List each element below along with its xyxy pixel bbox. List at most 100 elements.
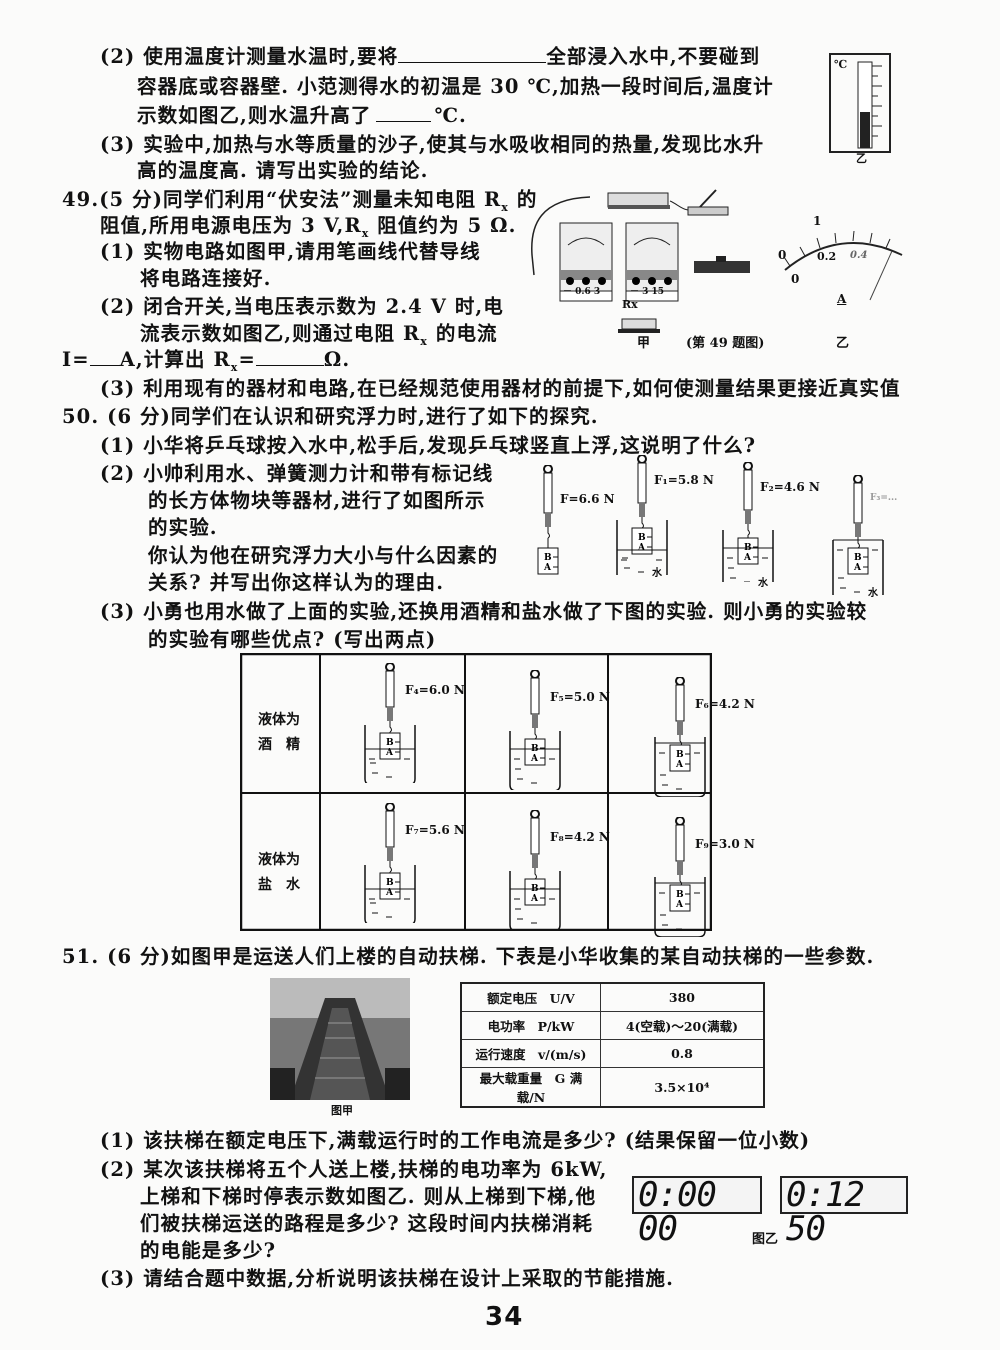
dial-label-1: 1 <box>813 214 822 228</box>
force-label: F₃=... <box>870 493 898 503</box>
q49-line4: 将电路连接好. <box>140 267 272 290</box>
q51-line5: 们被扶梯运送的路程是多少? 这段时间内扶梯消耗 <box>140 1212 594 1235</box>
ammeter-icon <box>559 222 613 302</box>
ammeter-dial-icon <box>783 230 903 301</box>
ammeter-terminals: － 0.6 3 <box>563 287 601 297</box>
svg-text:A: A <box>530 754 539 764</box>
answer-blank <box>375 105 431 122</box>
spring-scale-icon: BA <box>654 817 706 937</box>
q50-line7: 关系? 并写出你这样认为的理由. <box>148 571 445 594</box>
voltmeter-terminals: － 3 15 <box>630 287 665 297</box>
param-value: 380 <box>599 982 765 1012</box>
thermometer-label: 乙 <box>856 152 867 165</box>
liquid-table-grid <box>240 653 712 931</box>
q50-line5: 的实验. <box>148 516 218 539</box>
liquid-row-label: 液体为 <box>258 712 300 728</box>
answer-blank <box>255 349 324 366</box>
photo-caption: 图甲 <box>331 1104 353 1117</box>
svg-text:A: A <box>530 894 539 904</box>
q50-line4: 的长方体物块等器材,进行了如图所示 <box>148 489 486 512</box>
text: A,计算出 R <box>119 348 231 371</box>
q49-line1: 49.(5 分)同学们利用“伏安法”测量未知电阻 Rx 的 <box>62 183 537 214</box>
liquid-row-label: 酒 精 <box>258 737 300 753</box>
force-label: F₅=5.0 N <box>550 690 610 704</box>
svg-text:B: B <box>386 878 394 888</box>
dial-label-0-bottom: 0 <box>791 272 800 286</box>
q50-line3: (2) 小帅利用水、弹簧测力计和带有标记线 <box>100 462 494 485</box>
q50-line2: (1) 小华将乒乓球按入水中,松手后,发现乒乓球竖直上浮,这说明了什么? <box>100 434 757 457</box>
water-label: 水 <box>868 588 878 599</box>
figure-yi-label: 乙 <box>836 336 850 351</box>
svg-text:A: A <box>637 543 646 553</box>
q48-line3: 示数如图乙,则水温升高了℃. <box>137 99 467 128</box>
svg-text:B: B <box>676 750 684 760</box>
force-label: F₂=4.6 N <box>760 480 820 494</box>
q49-line7: I=A,计算出 Rx=Ω. <box>62 343 350 374</box>
subscript: x <box>420 334 428 348</box>
subscript: x <box>361 226 370 240</box>
figure-jia-label: 甲 <box>637 336 651 351</box>
spring-scale-icon: BA <box>509 670 561 790</box>
svg-text:A: A <box>675 760 684 770</box>
param-name: 运行速度 v/(m/s) <box>460 1039 601 1068</box>
spring-scale-icon: BA <box>364 803 416 923</box>
spring-scale-icon: BA <box>722 462 774 582</box>
svg-text:B: B <box>638 533 646 543</box>
svg-text:A: A <box>675 900 684 910</box>
spring-scale-icon: BA <box>364 663 416 783</box>
svg-text:B: B <box>544 553 552 563</box>
q48-line1: (2) 使用温度计测量水温时,要将全部浸入水中,不要碰到 <box>100 40 760 69</box>
q48-line5: 高的温度高. 请写出实验的结论. <box>137 159 429 182</box>
param-value: 3.5×10⁴ <box>599 1067 765 1108</box>
param-name: 额定电压 U/V <box>460 982 601 1012</box>
q49-line5: (2) 闭合开关,当电压表示数为 2.4 V 时,电 <box>100 295 504 318</box>
text: = <box>238 348 256 371</box>
q51-line3: (2) 某次该扶梯将五个人送上楼,扶梯的电功率为 6kW, <box>100 1158 608 1181</box>
water-label: 水 <box>758 578 768 589</box>
text: 流表示数如图乙,则通过电阻 R <box>140 322 421 345</box>
clock-caption: 图乙 <box>752 1232 779 1247</box>
q49-line2: 阻值,所用电源电压为 3 V,Rx 阻值约为 5 Ω. <box>100 209 517 240</box>
text: 示数如图乙,则水温升高了 <box>137 104 372 127</box>
battery-icon <box>607 192 669 208</box>
svg-text:A: A <box>543 563 552 573</box>
param-value: 0.8 <box>599 1039 765 1068</box>
force-label: F₈=4.2 N <box>550 830 610 844</box>
dial-label-0.4: 0.4 <box>850 250 868 261</box>
liquid-row-label: 盐 水 <box>258 877 300 893</box>
text: Ω. <box>323 348 351 371</box>
q48-line4: (3) 实验中,加热与水等质量的沙子,使其与水吸收相同的热量,发现比水升 <box>100 133 765 156</box>
q49-line3: (1) 实物电路如图甲,请用笔画线代替导线 <box>100 240 481 263</box>
force-label: F₄=6.0 N <box>405 683 465 697</box>
resistor-label: Rx <box>622 298 638 311</box>
dial-unit: A <box>837 292 847 306</box>
subscript: x <box>230 360 239 374</box>
svg-text:A: A <box>385 748 394 758</box>
q50-line9: 的实验有哪些优点? (写出两点) <box>148 628 437 651</box>
rheostat-icon <box>694 256 750 273</box>
param-row: 运行速度 v/(m/s)0.8 <box>460 1039 765 1068</box>
answer-blank <box>398 46 547 63</box>
force-label: F₁=5.8 N <box>654 473 714 487</box>
text: 全部浸入水中,不要碰到 <box>546 45 761 68</box>
switch-icon <box>687 206 729 216</box>
q50-line8: (3) 小勇也用水做了上面的实验,还换用酒精和盐水做了下图的实验. 则小勇的实验… <box>100 600 868 623</box>
q51-line7: (3) 请结合题中数据,分析说明该扶梯在设计上采取的节能措施. <box>100 1267 674 1290</box>
force-label: F₇=5.6 N <box>405 823 465 837</box>
svg-text:A: A <box>743 553 752 563</box>
force-label: F₉=3.0 N <box>695 837 755 851</box>
q51-line4: 上梯和下梯时停表示数如图乙. 则从上梯到下梯,他 <box>140 1185 597 1208</box>
stopwatch-end-display: 0:12 50 <box>780 1176 908 1246</box>
resistor-icon <box>618 318 660 333</box>
spring-scale-icon: BA <box>654 677 706 797</box>
circuit-figure <box>531 189 903 333</box>
q50-line1: 50. (6 分)同学们在认识和研究浮力时,进行了如下的探究. <box>62 405 599 428</box>
dial-label-0.2: 0.2 <box>817 250 837 263</box>
text: 的 <box>508 188 538 211</box>
subscript: x <box>501 200 509 214</box>
q49-line8: (3) 利用现有的器材和电路,在已经规范使用器材的前提下,如何使测量结果更接近真… <box>100 377 901 400</box>
stopwatch-start-display: 0:00 00 <box>632 1176 762 1246</box>
